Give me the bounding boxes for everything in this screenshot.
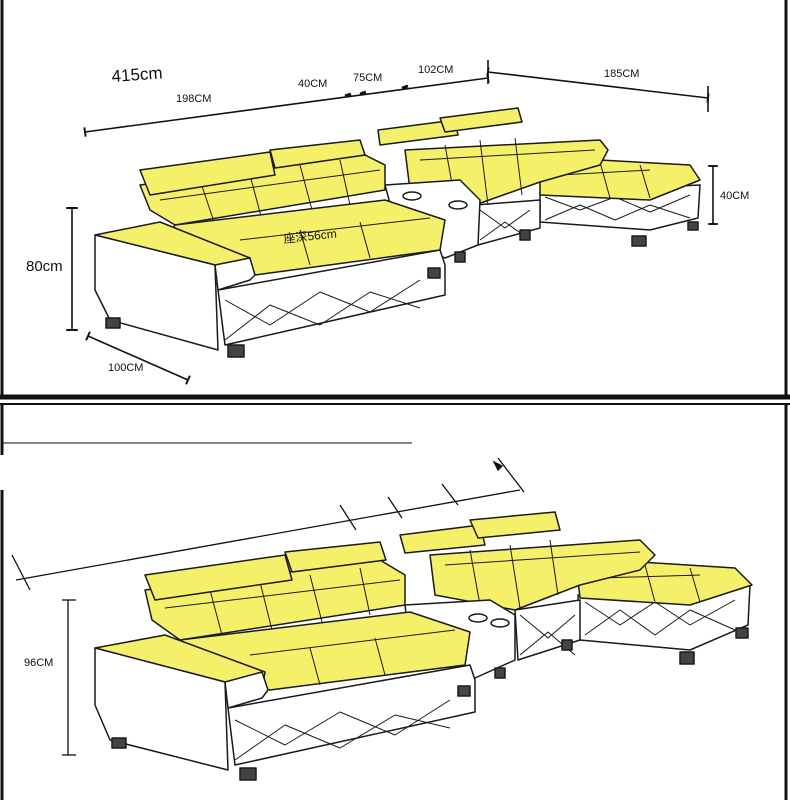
top-dimension-labels: 415cm 198CM 40CM 75CM 102CM 185CM 40CM 8…	[26, 63, 749, 374]
width-dimension-line	[83, 73, 490, 137]
seg-185-label: 185CM	[604, 68, 639, 80]
top-panel-frame	[0, 0, 790, 400]
chaise-height-label: 40CM	[720, 190, 749, 202]
top-sofa	[94, 107, 701, 358]
seat-depth-label: 座深56cm	[283, 225, 338, 245]
bottom-dimensions	[11, 457, 525, 756]
total-width-label: 415cm	[111, 63, 163, 86]
chaise-width-dimension-line	[486, 67, 710, 103]
seg-198-label: 198CM	[176, 93, 211, 105]
seg-102-label: 102CM	[418, 64, 453, 76]
depth-dimension-line	[85, 331, 191, 385]
width-dimension-line	[15, 489, 521, 581]
top-dimensions	[66, 60, 718, 385]
bottom-sofa	[94, 511, 753, 781]
bottom-panel-frame	[0, 403, 790, 800]
seg-75-label: 75CM	[353, 72, 382, 84]
bottom-height-label: 96CM	[24, 657, 53, 669]
seg-40-label: 40CM	[298, 78, 327, 90]
height-label: 80cm	[26, 258, 63, 275]
depth-label: 100CM	[108, 362, 143, 374]
